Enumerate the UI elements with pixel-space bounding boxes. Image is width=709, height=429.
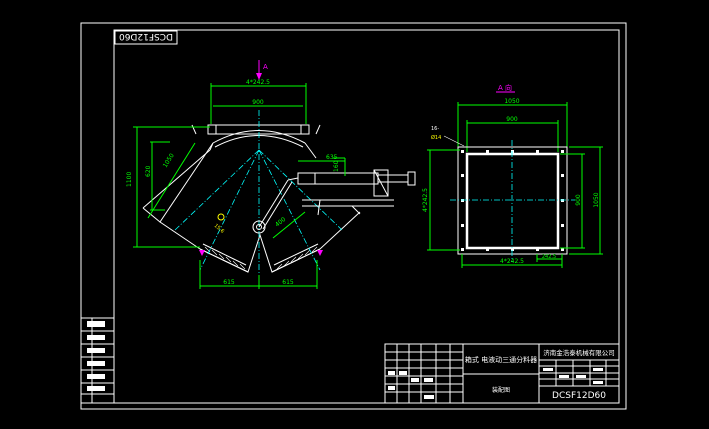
section-mark: A (263, 63, 268, 71)
left-margin-fills (87, 321, 105, 391)
flange-opening (465, 152, 560, 250)
title-block-name: 箱式 电液动三通分料器 (465, 355, 537, 364)
dim-flange-width: 900 (252, 99, 264, 106)
bolt-holes (461, 150, 564, 251)
dim-arm-len: 635 (326, 154, 338, 161)
dim-diag-upper: 1050 (162, 152, 176, 169)
stamp-text: DCSF12D60 (119, 31, 173, 41)
dim-height-right: 900 (575, 194, 582, 206)
dim-height-left: 4*242.5 (422, 188, 429, 212)
bolt-note: 16- (431, 126, 439, 132)
dim-bottom-span: 4*242.5 (500, 258, 524, 265)
dim-top-span: 4*242.5 (246, 79, 270, 86)
bolt-dia: Ø14 (431, 134, 441, 141)
right-view: A 向 1050 900 16- Ø14 (422, 83, 603, 268)
dim-outlet-right: 615 (282, 279, 294, 286)
dim-height-outer: 1100 (126, 172, 133, 187)
inner-frame (113, 29, 620, 404)
outer-frame (80, 22, 627, 410)
left-view: A 4*242.5 900 (126, 60, 416, 289)
title-block-company: 济南金浩泰机械有限公司 (543, 348, 615, 357)
pivot-label: 15.6 (213, 223, 225, 235)
title-block-fills (388, 368, 603, 399)
dim-outlet-left: 615 (223, 279, 235, 286)
flange-outer (457, 146, 568, 255)
center-lines (174, 110, 343, 275)
dim-outer-width: 1050 (504, 98, 519, 105)
view-label: A 向 (498, 83, 512, 92)
section-arrowhead (256, 73, 262, 80)
outlet-mark-left (199, 250, 205, 256)
stamp-box: DCSF12D60 (114, 30, 178, 45)
title-block-drawing-no: DCSF12D60 (552, 391, 606, 401)
pivot-marker (217, 213, 225, 221)
dim-inner-width: 900 (506, 116, 518, 123)
dim-height-inner: 620 (145, 165, 152, 177)
title-block (384, 343, 620, 404)
actuator (297, 169, 416, 216)
outlet-hatch (204, 246, 318, 270)
dim-corner-span: 242.5 (542, 254, 556, 260)
outlet-mark-right (317, 250, 323, 256)
dim-height-far: 1050 (593, 192, 600, 207)
dim-arm-height: 160 (333, 160, 340, 172)
dim-diag-lower: 400 (274, 216, 287, 229)
title-block-subtitle: 装配图 (492, 386, 510, 394)
